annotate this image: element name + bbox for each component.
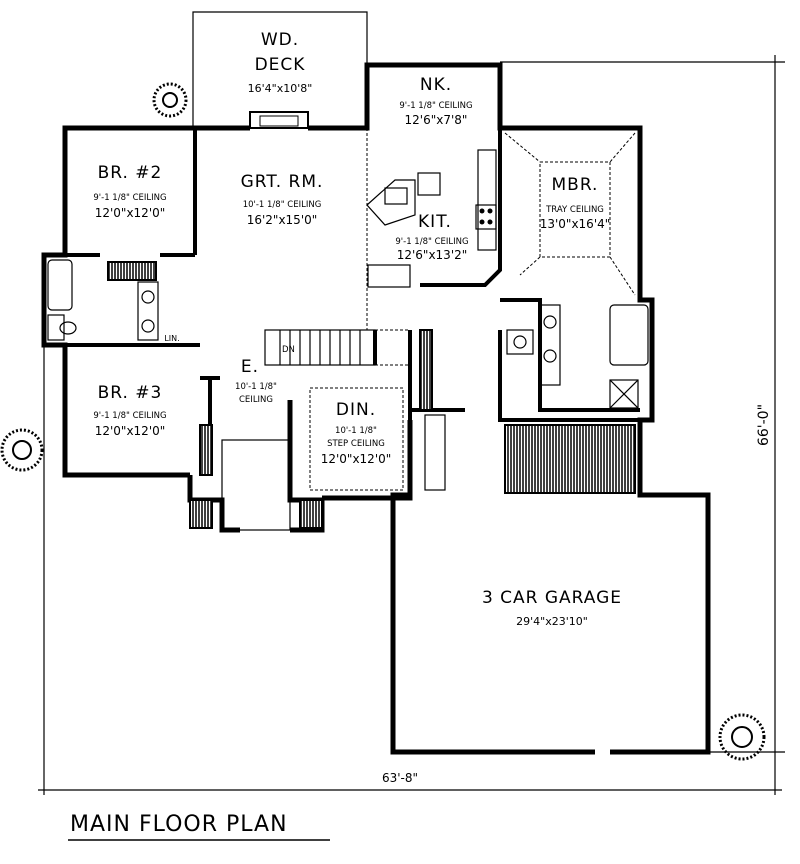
deck-size: 16'4"x10'8" [248, 82, 313, 95]
tree-icon [0, 428, 44, 472]
entry-ceiling-2: CEILING [239, 395, 273, 405]
tree-icon [152, 82, 188, 118]
bedroom2-size: 12'0"x12'0" [95, 206, 166, 220]
bedroom3-ceiling: 9'-1 1/8" CEILING [93, 411, 166, 421]
great-room-size: 16'2"x15'0" [247, 213, 318, 227]
bedroom3-name: BR. #3 [98, 383, 163, 403]
great-room-ceiling: 10'-1 1/8" CEILING [243, 200, 322, 210]
garage-size: 29'4"x23'10" [516, 615, 588, 628]
garage-name: 3 CAR GARAGE [482, 588, 622, 608]
deck [192, 11, 368, 129]
bedroom2-name: BR. #2 [98, 163, 163, 183]
nook-size: 12'6"x7'8" [405, 113, 468, 127]
tree-icon [718, 713, 766, 761]
overall-depth-label: 66'-0" [756, 404, 772, 446]
nook-name: NK. [420, 75, 452, 95]
kitchen-size: 12'6"x13'2" [397, 248, 468, 262]
bedroom3-size: 12'0"x12'0" [95, 424, 166, 438]
stair-label: DN [282, 345, 295, 355]
linen-label: LIN. [164, 334, 179, 343]
dining-ceiling-2: STEP CEILING [327, 439, 385, 449]
entry-name: E. [241, 357, 259, 377]
deck-name-2: DECK [255, 55, 306, 75]
kitchen-ceiling: 9'-1 1/8" CEILING [395, 237, 468, 247]
master-name: MBR. [552, 175, 599, 195]
kitchen-name: KIT. [418, 212, 452, 232]
entry-ceiling: 10'-1 1/8" [235, 382, 277, 392]
dimension-lines [38, 55, 785, 795]
interior-walls [44, 128, 649, 494]
stair-treads [279, 330, 361, 365]
dining-name: DIN. [336, 400, 376, 420]
exterior-walls [41, 62, 711, 755]
great-room-name: GRT. RM. [241, 172, 324, 192]
dining-size: 12'0"x12'0" [321, 452, 392, 466]
master-ceiling: TRAY CEILING [545, 205, 604, 215]
bedroom2-ceiling: 9'-1 1/8" CEILING [93, 193, 166, 203]
master-size: 13'0"x16'4" [540, 217, 611, 231]
nook-ceiling: 9'-1 1/8" CEILING [399, 101, 472, 111]
overall-width-label: 63'-8" [382, 771, 418, 785]
deck-name: WD. [261, 30, 299, 50]
dining-ceiling: 10'-1 1/8" [335, 426, 377, 436]
plan-title: MAIN FLOOR PLAN [70, 812, 288, 837]
